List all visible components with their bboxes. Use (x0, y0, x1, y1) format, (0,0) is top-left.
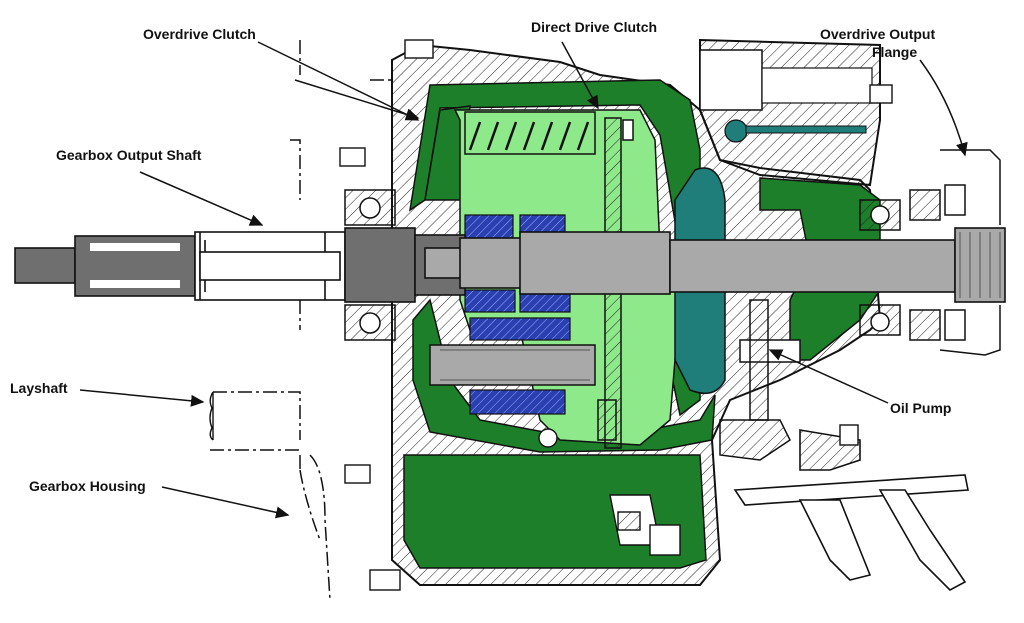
label-layshaft: Layshaft (10, 380, 68, 396)
label-direct-drive-clutch: Direct Drive Clutch (531, 19, 657, 35)
leader-lines (79, 41, 968, 519)
planet-pin (429, 344, 596, 386)
mounting-bracket (733, 429, 969, 591)
label-gearbox-output-shaft: Gearbox Output Shaft (56, 147, 202, 163)
label-overdrive-output-flange-1: Overdrive Output (820, 26, 935, 42)
label-overdrive-clutch: Overdrive Clutch (143, 26, 256, 42)
main-output-shaft (424, 227, 1006, 303)
oil-line (724, 119, 867, 143)
label-gearbox-housing: Gearbox Housing (29, 478, 146, 494)
label-oil-pump: Oil Pump (890, 400, 951, 416)
label-overdrive-output-flange-2: Flange (872, 44, 917, 60)
bearings (344, 189, 941, 341)
rear-extension-housing (699, 38, 881, 187)
gearbox-output-shaft (14, 227, 466, 303)
clutch-springs (468, 121, 590, 151)
housing-bolts (339, 39, 893, 591)
layshaft-stub (209, 391, 214, 441)
filter-screen (609, 494, 681, 556)
callout-labels: Overdrive Clutch Direct Drive Clutch Ove… (10, 19, 951, 494)
